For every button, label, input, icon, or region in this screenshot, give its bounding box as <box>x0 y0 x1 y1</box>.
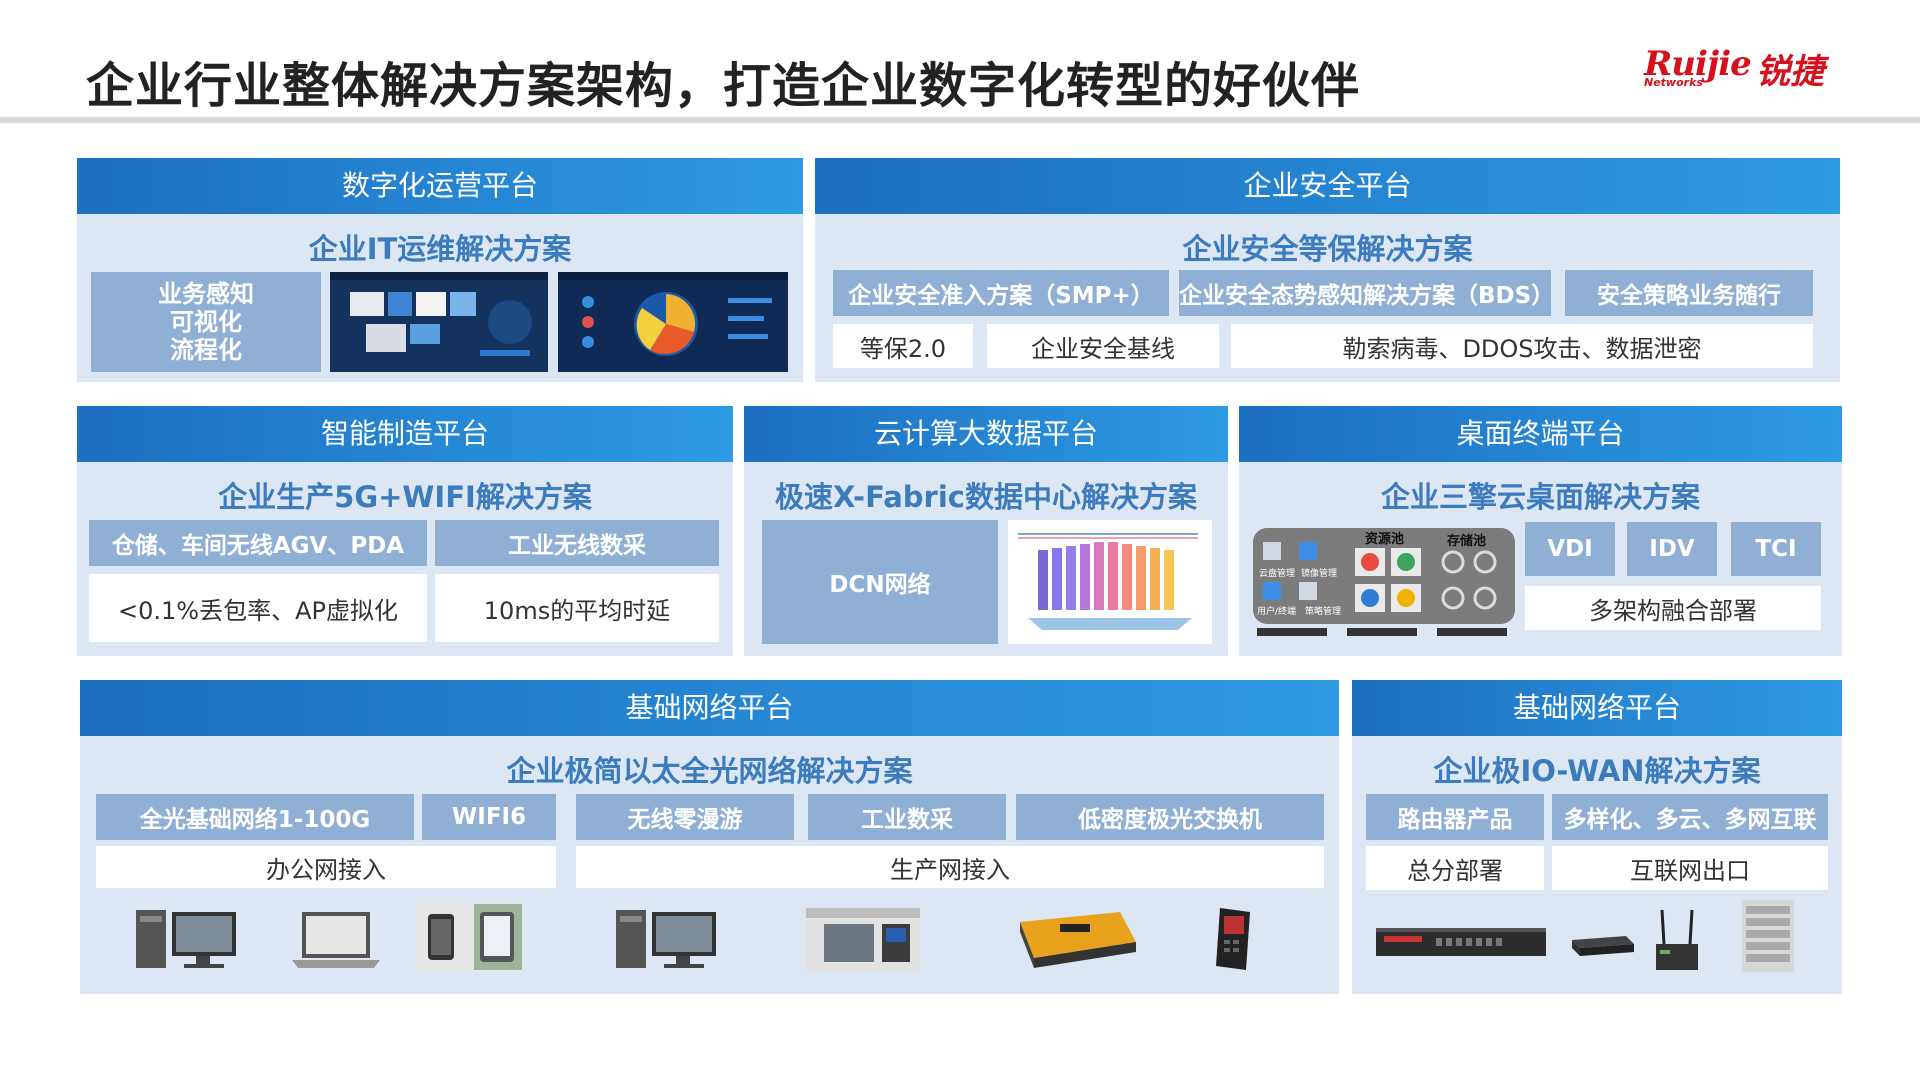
panel-header: 智能制造平台 <box>77 406 733 462</box>
solution-title: 企业极简以太全光网络解决方案 <box>506 754 913 788</box>
security-chip-policy: 安全策略业务随行 <box>1565 270 1813 316</box>
laptop-icon <box>286 902 386 980</box>
desktop-item-multi-arch: 多架构融合部署 <box>1525 586 1821 630</box>
wireless-router-icon <box>1652 904 1702 980</box>
logo-sub: Networks <box>1644 76 1703 89</box>
panel-desktop: 桌面终端平台 企业三擎云桌面解决方案 资源池 存储池 云盘管理 镜像管理 用户/… <box>1239 406 1842 656</box>
diagram-label-user-terminal: 用户/终端 <box>1257 607 1297 617</box>
small-switch-icon <box>1568 928 1638 966</box>
feature-2: 可视化 <box>170 308 242 336</box>
wan-item-deploy: 总分部署 <box>1366 846 1544 890</box>
panel-digital-ops: 数字化运营平台 企业IT运维解决方案 业务感知 可视化 流程化 <box>77 158 803 382</box>
agv-robot-icon <box>1010 902 1140 980</box>
solution-title: 企业安全等保解决方案 <box>1182 232 1473 266</box>
net-chip-wifi6: WIFI6 <box>422 794 556 840</box>
desktop-chip-tci: TCI <box>1731 522 1821 576</box>
cnc-machine-icon <box>806 902 920 980</box>
net-item-production: 生产网接入 <box>576 846 1324 888</box>
mfg-item-latency: 10ms的平均时延 <box>435 574 719 642</box>
desktop-pc-icon <box>616 902 726 980</box>
logo-cn: 锐捷 <box>1756 52 1824 92</box>
security-item-threats: 勒索病毒、DDOS攻击、数据泄密 <box>1231 324 1813 368</box>
tablet-phone-icon <box>416 902 522 976</box>
panel-header: 云计算大数据平台 <box>744 406 1228 462</box>
security-chip-bds: 企业安全态势感知解决方案（BDS） <box>1179 270 1554 316</box>
net-item-office: 办公网接入 <box>96 846 556 888</box>
rack-router-icon <box>1376 916 1546 968</box>
diagram-label-resource-pool: 资源池 <box>1365 532 1405 547</box>
dashboard-screenshot-2 <box>558 272 788 372</box>
panel-header: 基础网络平台 <box>1352 680 1842 736</box>
panel-wan: 基础网络平台 企业极IO-WAN解决方案 路由器产品 多样化、多云、多网互联 总… <box>1352 680 1842 994</box>
handheld-pda-icon <box>1206 902 1262 980</box>
net-chip-industrial: 工业数采 <box>808 794 1006 840</box>
security-chip-smp: 企业安全准入方案（SMP+） <box>833 270 1169 316</box>
logo-brand: Ruijie <box>1644 44 1752 84</box>
feature-3: 流程化 <box>170 336 242 364</box>
page-title: 企业行业整体解决方案架构，打造企业数字化转型的好伙伴 <box>86 58 1361 114</box>
net-chip-optical: 全光基础网络1-100G <box>96 794 414 840</box>
security-item-dengbao: 等保2.0 <box>833 324 973 368</box>
solution-title: 企业生产5G+WIFI解决方案 <box>218 480 592 514</box>
solution-title: 企业IT运维解决方案 <box>308 232 572 266</box>
cloud-chip-dcn: DCN网络 <box>762 520 998 644</box>
mfg-chip-industrial: 工业无线数采 <box>435 520 719 566</box>
title-divider <box>0 117 1920 123</box>
logo: Ruijie 锐捷 Networks <box>1640 44 1850 92</box>
security-item-baseline: 企业安全基线 <box>987 324 1219 368</box>
dashboard-screenshot-1 <box>330 272 548 372</box>
net-chip-roaming: 无线零漫游 <box>576 794 794 840</box>
datacenter-fabric-image <box>1008 520 1212 644</box>
chassis-icon <box>1736 896 1800 980</box>
mfg-chip-agv: 仓储、车间无线AGV、PDA <box>89 520 427 566</box>
solution-title: 极速X-Fabric数据中心解决方案 <box>775 480 1197 514</box>
cloud-desktop-diagram: 资源池 存储池 云盘管理 镜像管理 用户/终端 策略管理 <box>1253 520 1515 642</box>
solution-title: 企业三擎云桌面解决方案 <box>1380 480 1700 514</box>
net-chip-switch: 低密度极光交换机 <box>1016 794 1324 840</box>
diagram-label-disk-mgmt: 云盘管理 <box>1259 569 1296 579</box>
panel-base-network: 基础网络平台 企业极简以太全光网络解决方案 全光基础网络1-100G WIFI6… <box>80 680 1339 994</box>
wan-chip-router: 路由器产品 <box>1366 794 1544 840</box>
panel-header: 数字化运营平台 <box>77 158 803 214</box>
desktop-chip-vdi: VDI <box>1525 522 1615 576</box>
feature-box: 业务感知 可视化 流程化 <box>91 272 321 372</box>
desktop-pc-icon <box>136 902 246 980</box>
panel-header: 桌面终端平台 <box>1239 406 1842 462</box>
mfg-item-loss: <0.1%丢包率、AP虚拟化 <box>89 574 427 642</box>
diagram-label-image-mgmt: 镜像管理 <box>1301 569 1338 579</box>
feature-1: 业务感知 <box>158 280 254 308</box>
panel-security: 企业安全平台 企业安全等保解决方案 企业安全准入方案（SMP+） 企业安全态势感… <box>815 158 1840 382</box>
diagram-label-policy-mgmt: 策略管理 <box>1305 607 1342 617</box>
panel-header: 基础网络平台 <box>80 680 1339 736</box>
diagram-label-storage-pool: 存储池 <box>1447 534 1487 549</box>
wan-chip-multicloud: 多样化、多云、多网互联 <box>1552 794 1828 840</box>
solution-title: 企业极IO-WAN解决方案 <box>1433 754 1761 788</box>
panel-header: 企业安全平台 <box>815 158 1840 214</box>
wan-item-internet: 互联网出口 <box>1552 846 1828 890</box>
panel-manufacturing: 智能制造平台 企业生产5G+WIFI解决方案 仓储、车间无线AGV、PDA 工业… <box>77 406 733 656</box>
desktop-chip-idv: IDV <box>1627 522 1717 576</box>
panel-cloud: 云计算大数据平台 极速X-Fabric数据中心解决方案 DCN网络 <box>744 406 1228 656</box>
